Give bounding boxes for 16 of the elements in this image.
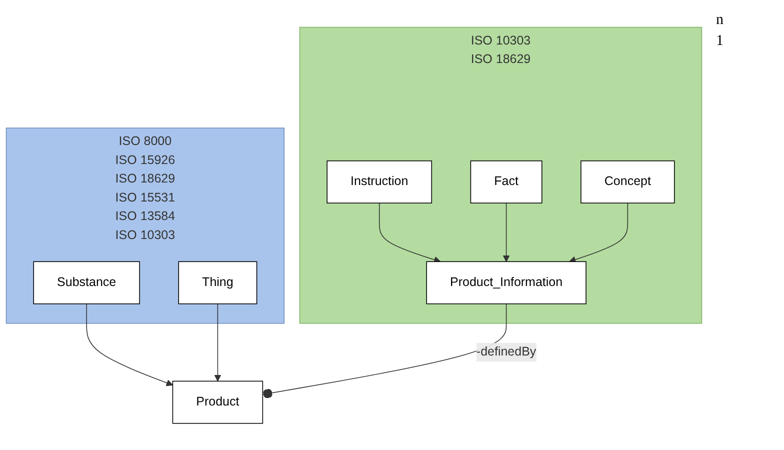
node-box: Product_Information [426, 260, 586, 304]
node-box: Substance [33, 260, 140, 304]
multiplicity-label: n [716, 12, 724, 29]
node-box: Concept [580, 160, 675, 204]
connector [262, 303, 507, 398]
multiplicity-label: 1 [716, 33, 724, 50]
node-box: Fact [470, 160, 542, 204]
arrow [502, 202, 510, 262]
arrow [214, 303, 222, 382]
node-box: Thing [178, 260, 258, 304]
arrow [86, 303, 174, 386]
arrow [378, 202, 441, 263]
edge-label: -definedBy [476, 344, 536, 358]
node-box: Instruction [326, 160, 432, 204]
node-box: Product [172, 380, 264, 424]
arrow [569, 202, 628, 263]
